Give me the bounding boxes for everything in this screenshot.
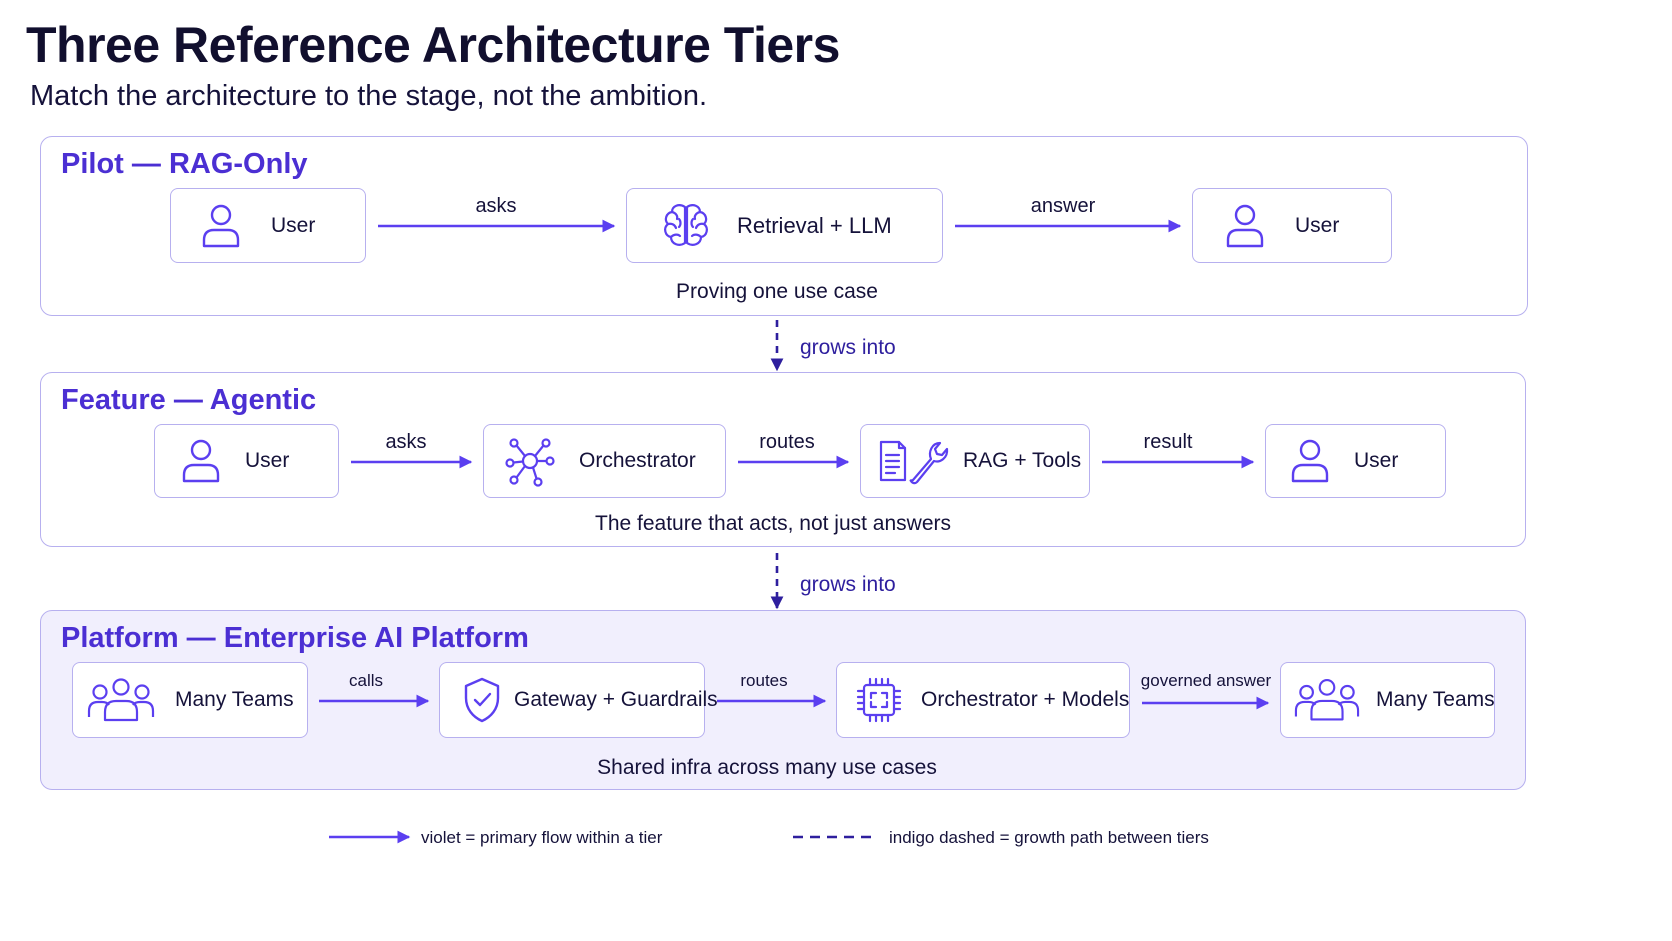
edge-label-result: result (1143, 431, 1193, 453)
page-subtitle: Match the architecture to the stage, not… (30, 80, 708, 112)
platform-many-teams-node: Many Teams (72, 662, 308, 738)
document-wrench-icon (877, 437, 949, 485)
group-icon (87, 677, 155, 723)
user-icon (1225, 203, 1265, 249)
user-icon (1290, 438, 1330, 484)
growth-label-pilot-to-feature: grows into (800, 336, 896, 359)
growth-label-feature-to-platform: grows into (800, 573, 896, 596)
page-title: Three Reference Architecture Tiers (26, 17, 840, 73)
user-icon (201, 203, 241, 249)
edge-label-routes: routes (740, 671, 788, 690)
edge-label-routes: routes (759, 431, 815, 453)
edge-label-asks: asks (475, 195, 517, 217)
hub-icon (504, 434, 556, 488)
node-label: User (1354, 449, 1399, 472)
edge-label-calls: calls (348, 671, 384, 690)
tier-pilot-title: Pilot — RAG-Only (61, 148, 308, 180)
pilot-user-node: User (170, 188, 366, 263)
edge-label-asks: asks (385, 431, 427, 453)
legend-primary-flow-text: violet = primary flow within a tier (421, 828, 663, 847)
platform-many-teams-out-node: Many Teams (1280, 662, 1495, 738)
pilot-user-out-node: User (1192, 188, 1392, 263)
tier-feature-caption: The feature that acts, not just answers (594, 512, 952, 535)
edge-label-governed-answer: governed answer (1140, 671, 1272, 690)
node-label: Orchestrator (579, 449, 696, 472)
node-label: RAG + Tools (963, 449, 1082, 472)
feature-user-out-node: User (1265, 424, 1446, 498)
platform-gateway-node: Gateway + Guardrails (439, 662, 718, 738)
node-label: Gateway + Guardrails (514, 688, 718, 711)
node-label: Many Teams (1376, 688, 1495, 711)
shield-check-icon (462, 676, 502, 724)
pilot-retrieval-llm-node: Retrieval + LLM (626, 188, 943, 263)
tier-platform-title: Platform — Enterprise AI Platform (61, 622, 529, 654)
node-label: User (245, 449, 290, 472)
node-label: Retrieval + LLM (737, 212, 892, 238)
user-icon (181, 438, 221, 484)
tier-platform-caption: Shared infra across many use cases (597, 756, 937, 779)
node-label: Orchestrator + Models (921, 688, 1130, 711)
feature-user-node: User (154, 424, 339, 498)
feature-orchestrator-node: Orchestrator (483, 424, 726, 498)
chip-icon (855, 676, 903, 724)
platform-orchestrator-models-node: Orchestrator + Models (836, 662, 1130, 738)
node-label: User (1295, 213, 1340, 237)
node-label: User (271, 213, 316, 237)
node-label: Many Teams (175, 688, 294, 711)
legend-growth-path-text: indigo dashed = growth path between tier… (889, 828, 1209, 847)
brain-icon (659, 199, 713, 253)
tier-feature-title: Feature — Agentic (61, 384, 317, 416)
feature-rag-tools-node: RAG + Tools (860, 424, 1090, 498)
group-icon (1294, 677, 1360, 723)
tier-pilot-caption: Proving one use case (676, 280, 878, 303)
edge-label-answer: answer (1030, 195, 1096, 217)
